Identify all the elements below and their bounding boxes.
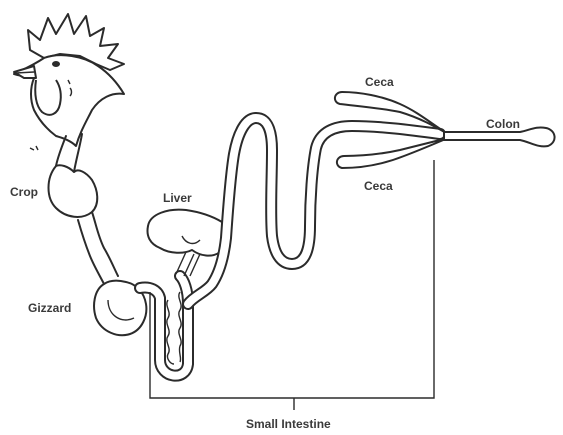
crop [49, 165, 98, 217]
label-small-intestine: Small Intestine [246, 417, 331, 431]
pancreas [167, 292, 181, 364]
wattle [35, 80, 61, 115]
small-intestine-inner [188, 118, 440, 304]
esophagus-upper [56, 136, 66, 166]
feather-marks [30, 146, 38, 150]
label-liver: Liver [163, 191, 192, 205]
small-intestine-bracket [150, 160, 434, 410]
label-ceca-lower: Ceca [364, 179, 393, 193]
esophagus-lower-left [78, 220, 104, 284]
ceca-lower [337, 138, 448, 168]
eye [52, 61, 60, 67]
liver [148, 210, 226, 256]
label-gizzard: Gizzard [28, 301, 71, 315]
label-crop: Crop [10, 185, 38, 199]
beak-line [16, 72, 34, 73]
label-colon: Colon [486, 117, 520, 131]
label-ceca-upper: Ceca [365, 75, 394, 89]
